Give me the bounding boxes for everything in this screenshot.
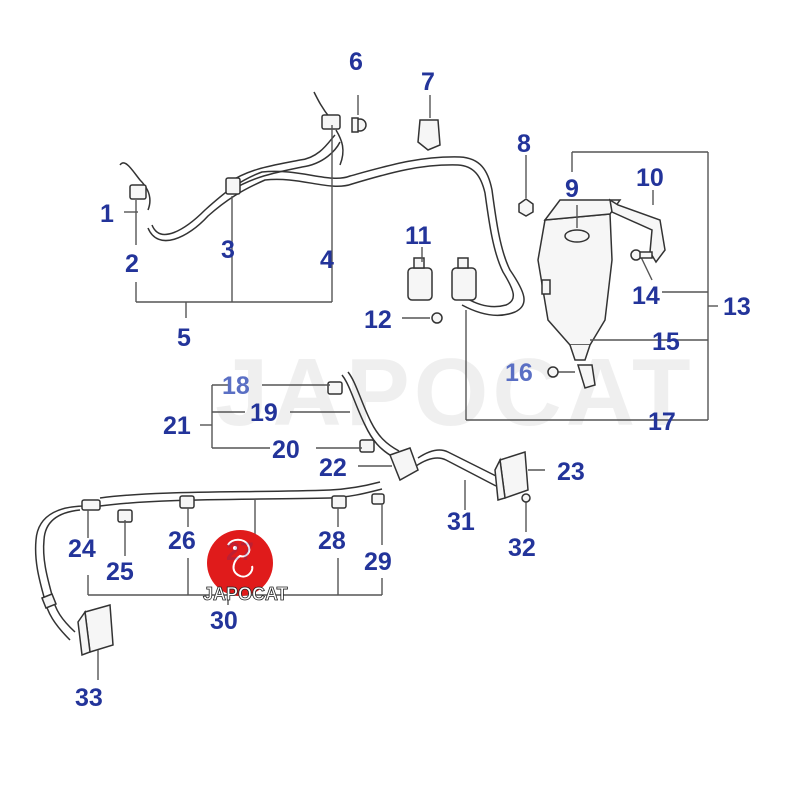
middle-hose-assembly (327, 371, 501, 487)
leader-group-5 (124, 125, 333, 318)
bolt-14 (630, 249, 653, 281)
part-label-27: 27 (226, 538, 254, 566)
upper-hose-assembly (119, 91, 526, 318)
part-label-7: 7 (421, 68, 435, 96)
part-label-14: 14 (632, 282, 660, 310)
part-label-10: 10 (636, 164, 664, 192)
part-label-30: 30 (210, 607, 238, 635)
part-label-11: 11 (405, 222, 432, 250)
part-label-2: 2 (125, 250, 139, 278)
leader-group-13 (465, 151, 718, 421)
part-label-3: 3 (221, 236, 235, 264)
part-label-9: 9 (565, 175, 579, 203)
part-label-15: 15 (652, 328, 680, 356)
part-label-32: 32 (508, 534, 536, 562)
part-16 (547, 364, 596, 389)
part-label-12: 12 (364, 306, 392, 334)
lower-hose-assembly (34, 481, 385, 641)
brand-logo: JAPOCAT (203, 530, 288, 604)
part-label-4: 4 (320, 246, 334, 274)
part-12 (402, 312, 443, 324)
part-labels: 1 2 3 4 5 6 7 8 9 10 11 12 13 14 15 16 1… (68, 48, 751, 712)
part-label-17: 17 (648, 408, 676, 436)
watermark-text: JAPOCAT (215, 339, 695, 446)
part-label-16: 16 (505, 359, 533, 387)
part-label-19: 19 (250, 399, 278, 427)
part-label-23: 23 (557, 458, 585, 486)
washer-reservoir (537, 199, 622, 361)
part-label-8: 8 (517, 130, 531, 158)
part-label-21: 21 (163, 412, 191, 440)
nut-8 (518, 155, 534, 217)
part-label-28: 28 (318, 527, 346, 555)
bracket-10 (608, 190, 666, 264)
pump-11 (407, 247, 477, 301)
part-label-1: 1 (100, 200, 114, 228)
part-label-31: 31 (447, 508, 475, 536)
part-label-22: 22 (319, 454, 347, 482)
nozzle-23 (494, 450, 545, 532)
part-label-13: 13 (723, 293, 751, 321)
part-label-33: 33 (75, 684, 103, 712)
nozzle-33 (77, 604, 114, 680)
bolt-6 (351, 95, 367, 133)
part-label-25: 25 (106, 558, 134, 586)
part-label-26: 26 (168, 527, 196, 555)
part-label-5: 5 (177, 324, 191, 352)
part-label-24: 24 (68, 535, 96, 563)
part-label-20: 20 (272, 436, 300, 464)
part-label-18: 18 (222, 372, 250, 400)
clip-7 (417, 95, 441, 151)
leader-group-21 (200, 384, 392, 467)
logo-text: JAPOCAT (203, 584, 288, 604)
part-label-29: 29 (364, 548, 392, 576)
part-label-6: 6 (349, 48, 363, 76)
